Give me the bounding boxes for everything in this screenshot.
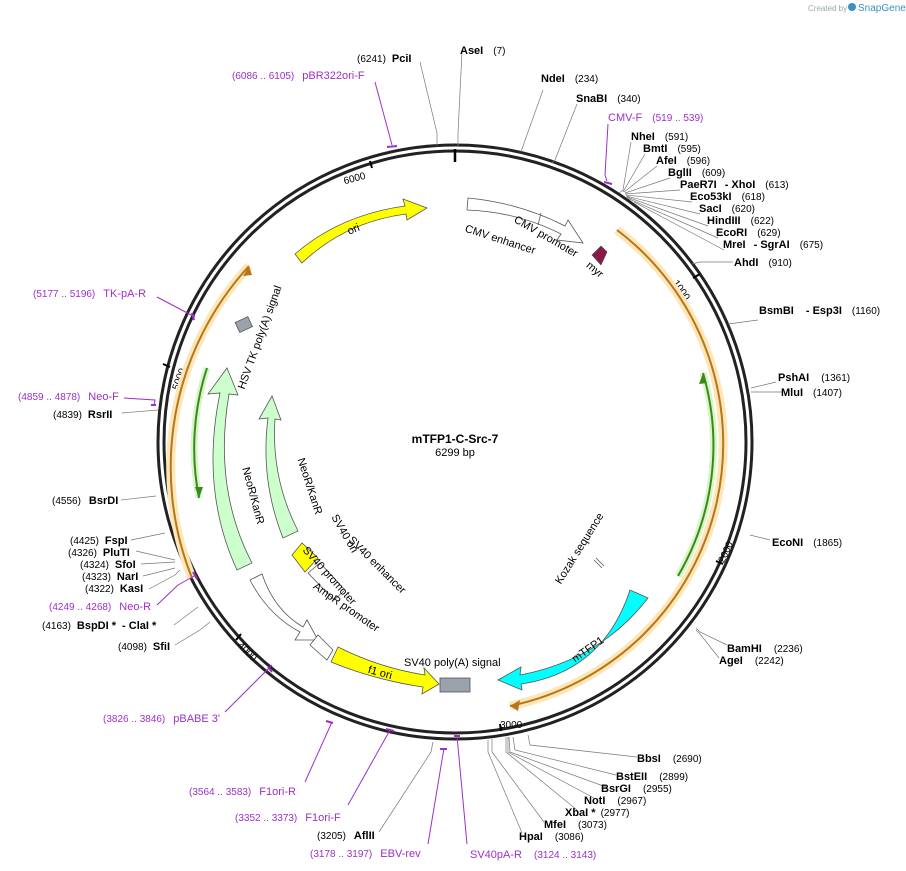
enzyme-ecori: EcoRI(629) [716,227,781,239]
feature-mtfp1-label: mTFP1 [570,635,606,666]
feature-neor-kanr-1 [207,367,253,571]
enzyme-bmti: BmtI(595) [643,143,701,155]
ticks: 1000 2000 3000 4000 5000 6000 [162,160,737,732]
primer-f1ori-f: (3352 .. 3373)F1ori-F [235,812,341,824]
enzyme-hpai: HpaI(3086) [519,831,584,843]
enzyme-leaders [120,51,782,834]
primer-pbr322ori-f: (6086 .. 6105)pBR322ori-F [232,70,365,82]
feature-f1-ori [330,646,440,695]
feature-neor-label-2: NeoR/KanR [295,457,325,517]
enzyme-afei: AfeI(596) [656,155,710,167]
feature-sv40-promoter [249,573,319,641]
feature-mtfp1 [497,589,649,691]
primer-neo-f: (4859 .. 4878)Neo-F [18,391,119,403]
feature-sv40-ori [291,542,319,573]
enzyme-mlui: MluI(1407) [781,387,842,399]
feature-hsv-tk-label: HSV TK poly(A) signal [236,284,285,391]
primer-neo-r: (4249 .. 4268)Neo-R [49,601,151,613]
feature-hsv-tk-polya [234,316,253,334]
orf-arcs [166,226,728,711]
primer-labels: (6086 .. 6105)pBR322ori-F CMV-F(519 .. 5… [18,70,703,861]
tick-2000: 2000 [717,540,737,565]
enzyme-agei: AgeI(2242) [719,655,784,667]
snapgene-brand: SnapGene [858,3,906,14]
enzyme-nari: (4323)NarI [82,571,138,583]
enzyme-labels: (6241)PciI AseI(7) NdeI(234) SnaBI(340) … [42,45,880,843]
enzyme-mfei: MfeI(3073) [544,819,607,831]
features: ori CMV enhancer CMV promoter myr HSV TK… [207,197,649,695]
enzyme-fspi: (4425)FspI [70,535,128,547]
enzyme-bglii: BglII(609) [668,167,725,179]
enzyme-ndei: NdeI(234) [541,73,598,85]
enzyme-noti: NotI(2967) [584,795,646,807]
enzyme-bamhi: BamHI(2236) [727,643,803,655]
enzyme-sfoi: (4324)SfoI [80,559,136,571]
enzyme-aflii: (3205)AflII [317,830,375,842]
tick-3000: 3000 [500,720,523,731]
primer-tk-pa-r: (5177 .. 5196)TK-pA-R [33,288,146,300]
feature-neor-label-1: NeoR/KanR [239,466,266,526]
feature-kozak-label: Kozak sequence [553,511,606,586]
enzyme-bsteii: BstEII(2899) [616,771,688,783]
feature-neor-kanr-2 [258,395,299,539]
enzyme-bbsi: BbsI(2690) [637,753,702,765]
enzyme-bsrgi: BsrGI(2955) [601,783,672,795]
feature-ampr-promoter [309,634,334,661]
enzyme-asei: AseI(7) [460,45,505,57]
enzyme-xbai: XbaI *(2977) [565,807,629,819]
enzyme-pshai: PshAI(1361) [778,372,850,384]
enzyme-kasi: (4322)KasI [85,583,143,595]
enzyme-nhei: NheI(591) [631,131,688,143]
enzyme-econi: EcoNI(1865) [772,537,842,549]
enzyme-hindiii: HindIII(622) [707,215,774,227]
primer-pbabe-3: (3826 .. 3846)pBABE 3' [103,713,220,725]
enzyme-bspdi-clai: (4163)BspDI *- ClaI * [42,620,157,632]
enzyme-ahdi: AhdI(910) [734,257,792,269]
feature-ori-label: ori [346,222,362,238]
plasmid-size: 6299 bp [435,447,475,459]
feature-cmv [466,197,584,244]
enzyme-pcii: (6241)PciI [357,53,411,65]
enzyme-bsrdi: (4556)BsrDI [52,495,118,507]
enzyme-sfii: (4098)SfiI [118,641,170,653]
primer-leaders [123,81,613,845]
enzyme-snabi: SnaBI(340) [576,93,641,105]
feature-sv40-polya-label: SV40 poly(A) signal [404,657,501,669]
enzyme-rsrii: (4839)RsrII [53,409,112,421]
enzyme-bsmbi-esp3i: BsmBI- Esp3I(1160) [759,305,880,317]
primer-f1ori-r: (3564 .. 3583)F1ori-R [189,786,296,798]
feature-sv40-enhancer [307,562,346,601]
enzyme-pluti: (4326)PluTI [68,547,130,559]
primer-ebv-rev: (3178 .. 3197)EBV-rev [310,848,421,860]
plasmid-name: mTFP1-C-Src-7 [412,432,499,446]
feature-sv40-polya [439,677,471,693]
enzyme-paer7i-xhoi: PaeR7I- XhoI(613) [680,179,789,191]
enzyme-eco53ki: Eco53kI(618) [690,191,765,203]
snapgene-logo-icon [848,3,856,11]
primer-sv40pa-r: SV40pA-R(3124 .. 3143) [470,849,596,861]
enzyme-saci: SacI(620) [699,203,755,215]
enzyme-mrei-sgrai: MreI- SgrAI(675) [723,239,823,251]
feature-ori [294,198,428,264]
backbone-outer [156,143,754,741]
primer-cmv-f: CMV-F(519 .. 539) [608,112,703,124]
green-orf-arcs [190,366,717,578]
feature-myr [591,245,608,266]
created-by-label: Created by [808,4,847,13]
feature-sv40-enhancer-label: SV40 enhancer [346,534,408,596]
